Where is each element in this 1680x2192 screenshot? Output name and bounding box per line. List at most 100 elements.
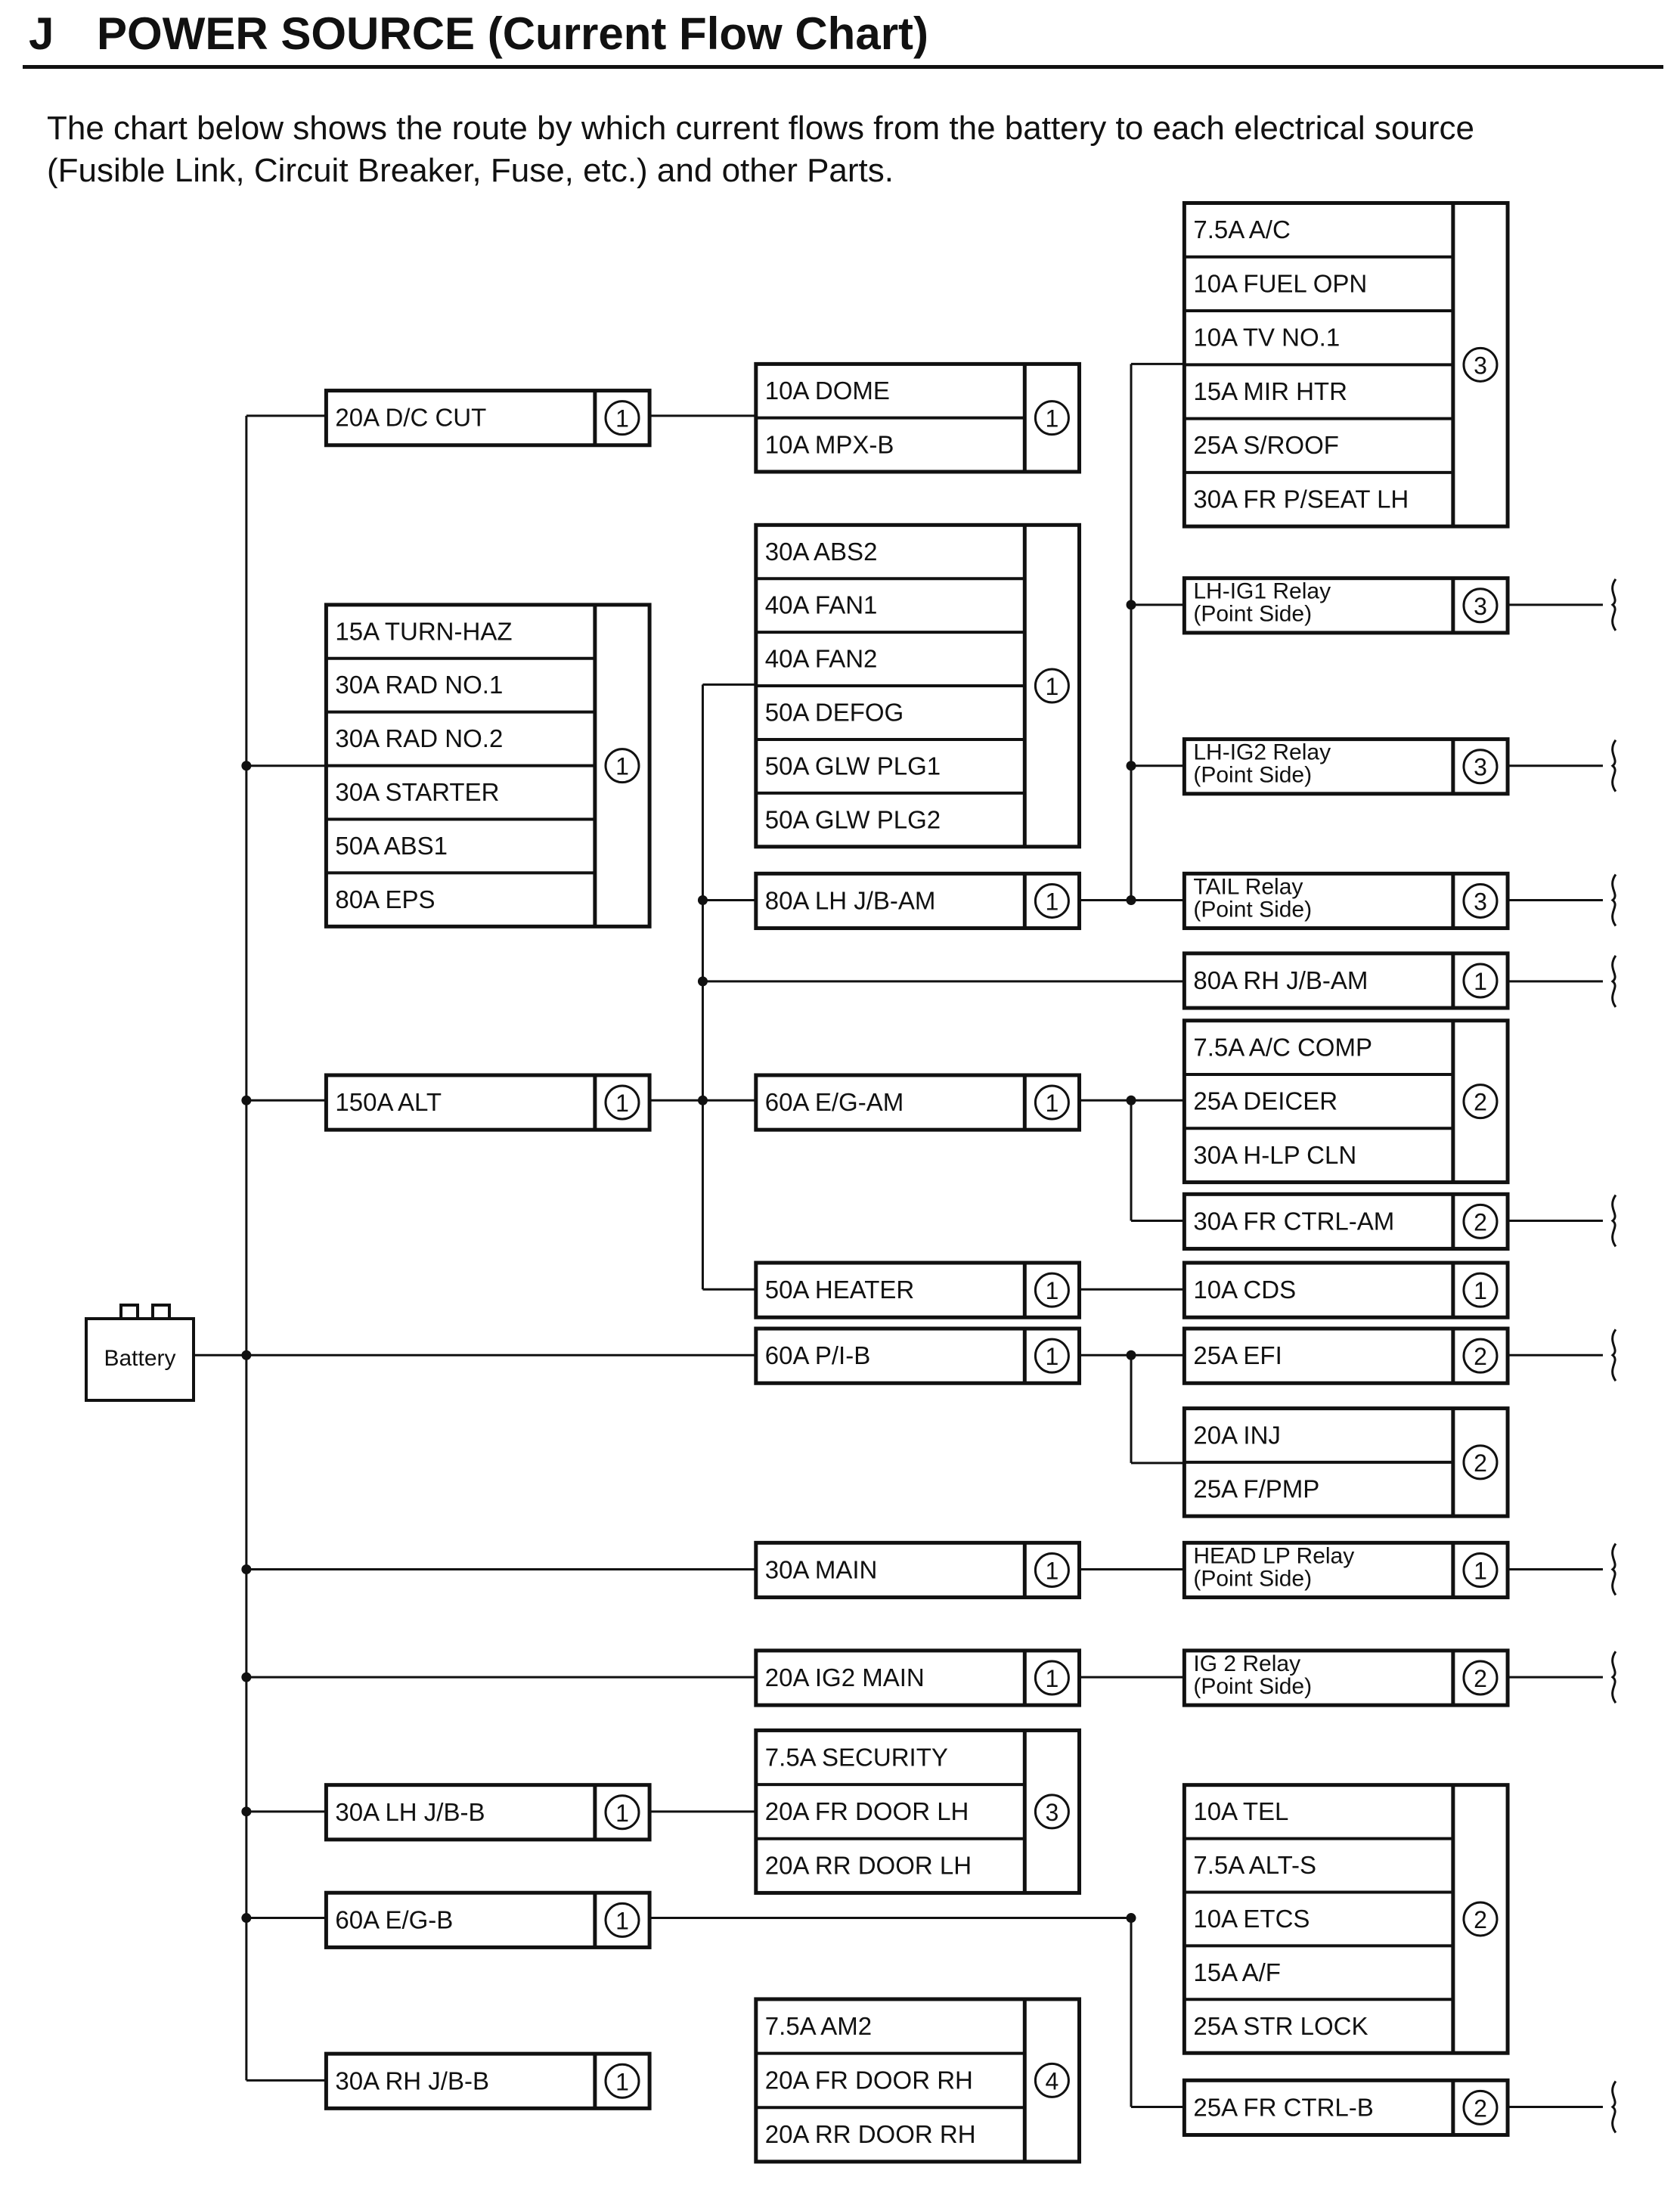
fuse-label: 20A D/C CUT xyxy=(335,404,486,432)
location-badge-circle xyxy=(1034,1794,1070,1830)
fuse-label: 25A F/PMP xyxy=(1193,1475,1319,1503)
relay-label: LH-IG2 Relay(Point Side) xyxy=(1193,740,1331,788)
location-badge-circle xyxy=(604,1794,640,1831)
junction-dots xyxy=(241,600,1136,1924)
location-badge-circle xyxy=(1034,882,1070,919)
location-badge-circle xyxy=(1462,963,1499,999)
fuse-label: 30A H-LP CLN xyxy=(1193,1141,1356,1169)
wires xyxy=(193,362,1185,2109)
fuse-label: 30A MAIN xyxy=(765,1555,878,1583)
location-badge-number: 1 xyxy=(1046,888,1059,915)
location-badge-circle xyxy=(1462,1552,1499,1588)
section-letter: J xyxy=(29,8,54,59)
location-badge-circle xyxy=(1034,1338,1070,1374)
battery-label: Battery xyxy=(104,1346,175,1371)
relay-label: IG 2 Relay(Point Side) xyxy=(1193,1651,1312,1699)
fuse-label: 30A ABS2 xyxy=(765,538,878,566)
fuse-label: 10A CDS xyxy=(1193,1276,1296,1304)
location-badge-circle xyxy=(1034,2062,1070,2098)
fuse-label: 50A DEFOG xyxy=(765,699,904,727)
location-badge-number: 3 xyxy=(1474,754,1487,781)
fuse-group-headlp: HEAD LP Relay(Point Side)1 xyxy=(1182,1540,1510,1600)
fuse-label: 10A ETCS xyxy=(1193,1905,1310,1933)
location-badge-number: 3 xyxy=(1474,888,1487,915)
heading-rule xyxy=(23,65,1663,69)
fuse-label: 25A DEICER xyxy=(1193,1087,1337,1115)
fuse-label: 15A TURN-HAZ xyxy=(335,617,512,645)
location-badge-circle xyxy=(1034,400,1070,436)
fuse-label: 50A HEATER xyxy=(765,1276,914,1304)
fuse-label: 60A P/I-B xyxy=(765,1341,870,1369)
relay-label: LH-IG1 Relay(Point Side) xyxy=(1193,579,1331,627)
location-badge-circle xyxy=(1462,2089,1499,2125)
location-badge-circle xyxy=(1462,1272,1499,1308)
intro-line-1: The chart below shows the route by which… xyxy=(47,110,1474,147)
location-badge-circle xyxy=(1034,668,1070,704)
fuse-label: 20A RR DOOR RH xyxy=(765,2120,976,2148)
location-badge-circle xyxy=(1462,749,1499,785)
location-badge-number: 2 xyxy=(1474,1208,1487,1236)
fuse-group-am2: 7.5A AM2 20A FR DOOR RH 20A RR DOOR RH 4 xyxy=(754,1997,1082,2164)
fuse-group-alt: 150A ALT 1 xyxy=(324,1073,652,1132)
fuse-label: 30A STARTER xyxy=(335,778,499,806)
fuse-label: 15A MIR HTR xyxy=(1193,377,1347,405)
fuse-label: 7.5A AM2 xyxy=(765,2012,872,2040)
location-badge-circle xyxy=(1462,1338,1499,1374)
location-badge-number: 4 xyxy=(1046,2067,1059,2094)
fuse-label: 10A MPX-B xyxy=(765,430,894,458)
fuse-label: 25A FR CTRL-B xyxy=(1193,2093,1373,2121)
intro-line-2: (Fusible Link, Circuit Breaker, Fuse, et… xyxy=(47,152,894,189)
fuse-label: 7.5A ALT-S xyxy=(1193,1851,1316,1879)
fuse-label: 10A FUEL OPN xyxy=(1193,269,1367,297)
fuse-label: 25A S/ROOF xyxy=(1193,431,1339,459)
location-badge-number: 3 xyxy=(1474,593,1487,620)
location-badge-circle xyxy=(604,1084,640,1121)
location-badge-number: 1 xyxy=(1046,1343,1059,1370)
location-badge-number: 2 xyxy=(1474,1343,1487,1370)
location-badge-number: 2 xyxy=(1474,1665,1487,1692)
location-badge-number: 1 xyxy=(615,1090,629,1117)
location-badge-circle xyxy=(604,1902,640,1938)
location-badge-circle xyxy=(1034,1552,1070,1588)
fuse-label: 30A FR P/SEAT LH xyxy=(1193,485,1409,513)
fuse-label: 50A GLW PLG1 xyxy=(765,752,941,780)
fuse-label: 7.5A A/C COMP xyxy=(1193,1033,1372,1061)
location-badge-circle xyxy=(604,748,640,784)
fuse-group-ig2relay: IG 2 Relay(Point Side) 2 xyxy=(1182,1648,1510,1707)
fuse-label: 30A FR CTRL-AM xyxy=(1193,1207,1394,1235)
fuse-label: 20A FR DOOR RH xyxy=(765,2066,973,2094)
location-badge-number: 2 xyxy=(1474,2094,1487,2122)
fuse-label: 40A FAN1 xyxy=(765,591,878,619)
fuse-label: 7.5A SECURITY xyxy=(765,1743,948,1771)
fuse-group-tail: TAIL Relay(Point Side)3 xyxy=(1182,871,1510,931)
location-badge-number: 2 xyxy=(1474,1449,1487,1477)
fuse-label: 25A STR LOCK xyxy=(1193,2012,1368,2040)
location-badge-number: 1 xyxy=(615,1800,629,1827)
location-badge-number: 1 xyxy=(1474,1557,1487,1584)
location-badge-circle xyxy=(604,400,640,436)
fuse-group-lhig1: LH-IG1 Relay(Point Side) 3 xyxy=(1182,576,1510,635)
fuse-label: 60A E/G-AM xyxy=(765,1088,904,1116)
fuse-label: 150A ALT xyxy=(335,1088,442,1116)
location-badge-number: 1 xyxy=(1046,1665,1059,1692)
location-badge-circle xyxy=(1034,1084,1070,1121)
fuse-group-lhig2: LH-IG2 Relay(Point Side) 3 xyxy=(1182,737,1510,796)
location-badge-circle xyxy=(1034,1660,1070,1696)
page-title: POWER SOURCE (Current Flow Chart) xyxy=(97,8,929,59)
